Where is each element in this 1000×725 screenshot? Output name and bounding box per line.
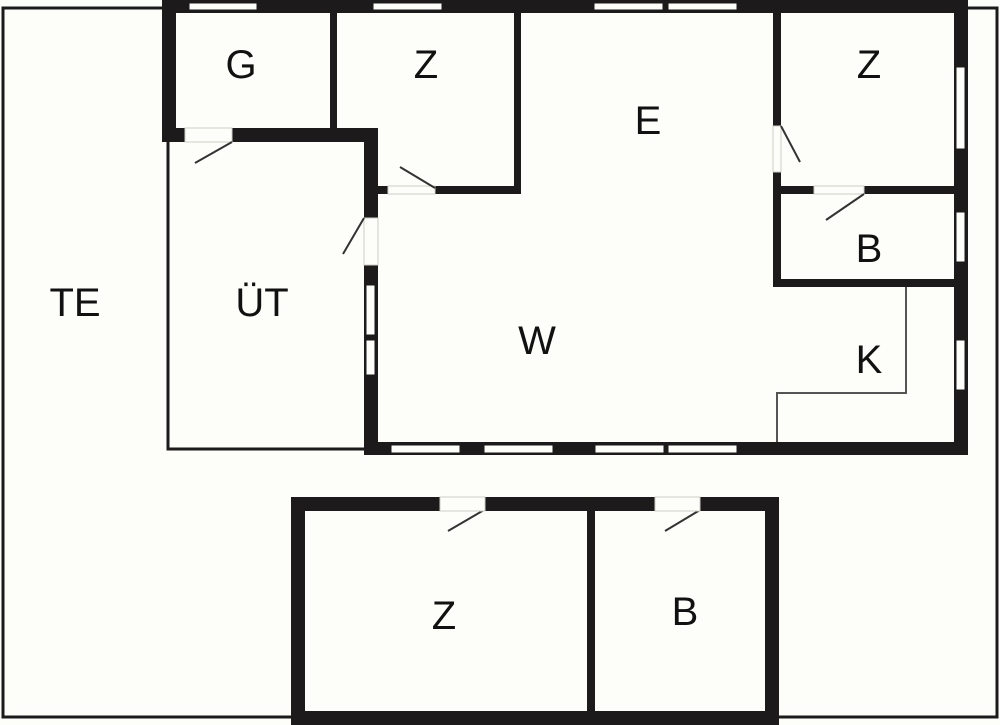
laundry-outline — [166, 140, 366, 451]
annex-walls — [291, 497, 779, 725]
terrace-outline — [1, 6, 999, 719]
room-label-storage: G — [225, 43, 257, 87]
room-label-room-top-left: Z — [413, 43, 439, 87]
room-label-dining: E — [634, 99, 662, 143]
windows — [188, 2, 966, 454]
room-label-room-top-right: Z — [856, 43, 882, 87]
main-house-walls — [162, 0, 968, 455]
room-label-bath-bottom: B — [671, 590, 699, 634]
room-label-kitchen: K — [855, 338, 883, 382]
kitchen-counter — [776, 287, 907, 442]
room-label-room-bottom: Z — [431, 594, 457, 638]
room-label-bath-right: B — [855, 227, 883, 271]
room-label-terrace: TE — [49, 281, 101, 325]
room-label-laundry: ÜT — [235, 281, 289, 325]
annex-door-openings — [439, 496, 701, 512]
door-swings — [194, 125, 865, 532]
room-label-living: W — [518, 319, 556, 363]
door-openings — [184, 125, 865, 266]
